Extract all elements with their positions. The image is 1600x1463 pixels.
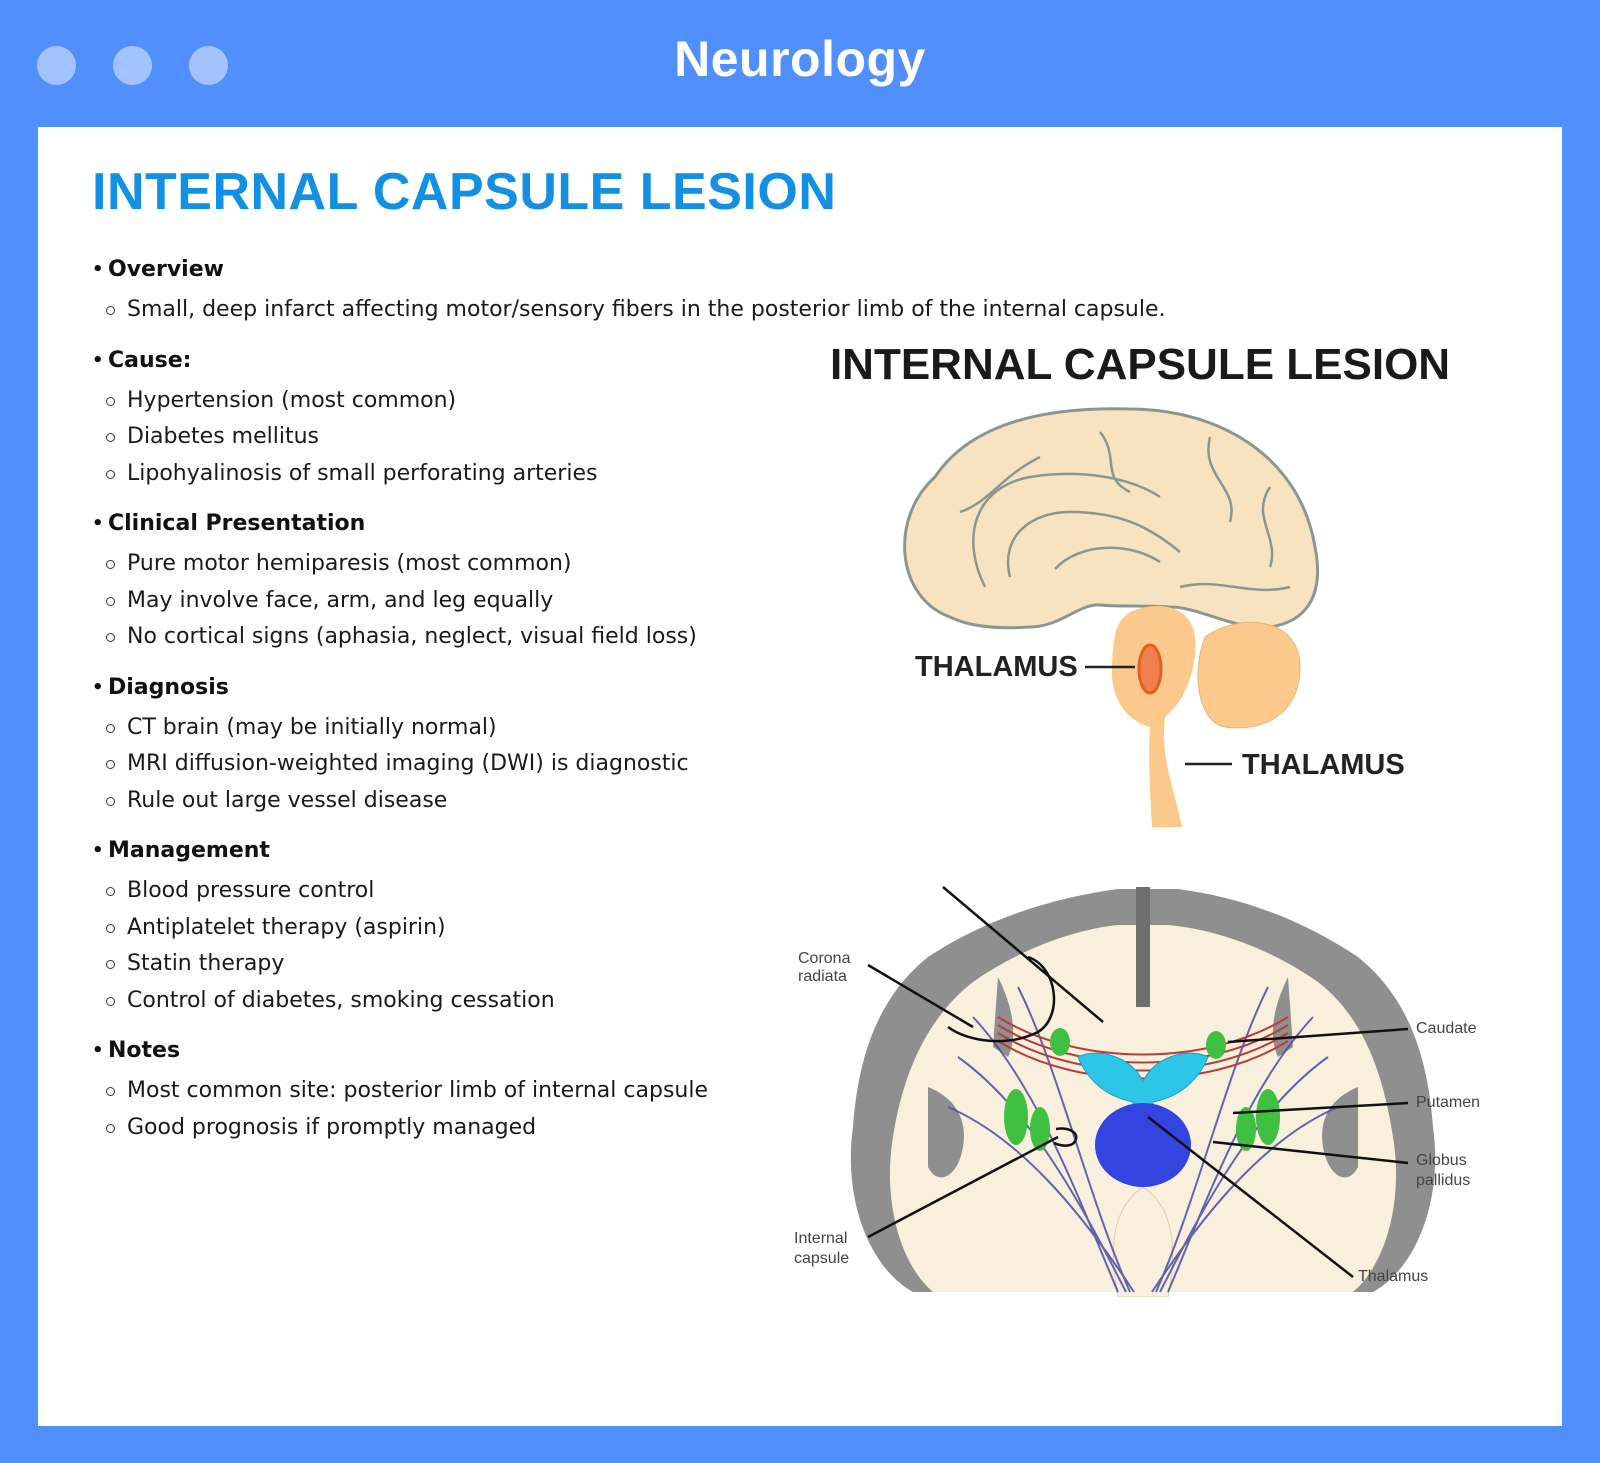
gyri-lines (959, 431, 1291, 592)
corona-radiata-label-2: radiata (798, 968, 847, 985)
section-heading: •Cause: (92, 347, 192, 373)
coronal-section-figure: Corona radiata Internal capsule Caudate … (794, 886, 1480, 1297)
sagittal-brain-figure: INTERNAL CAPSULE LESION THALAMUS THALAMU… (830, 340, 1450, 827)
list-item: MRI diffusion-weighted imaging (DWI) is … (90, 749, 790, 786)
section-heading: •Management (92, 838, 270, 863)
list-item: May involve face, arm, and leg equally (90, 586, 790, 623)
list-item: Hypertension (most common) (90, 386, 790, 423)
window-close-dot[interactable] (37, 46, 76, 85)
list-item: Pure motor hemiparesis (most common) (90, 549, 790, 586)
list-item: Antiplatelet therapy (aspirin) (90, 913, 790, 950)
internal-capsule-fibers (947, 986, 1339, 1293)
internal-capsule-label-1: Internal (794, 1230, 847, 1247)
list-item: No cortical signs (aphasia, neglect, vis… (90, 622, 790, 659)
corona-radiata-label-1: Corona (798, 950, 851, 967)
list-item: Good prognosis if promptly managed (90, 1113, 790, 1150)
window-minimize-dot[interactable] (113, 46, 152, 85)
list-item: Control of diabetes, smoking cessation (90, 986, 790, 1023)
thalamus-label-left: THALAMUS (915, 651, 1078, 683)
section-clinical-presentation: •Clinical Presentation Pure motor hemipa… (90, 509, 790, 659)
app-title: Neurology (674, 31, 926, 87)
window-maximize-dot[interactable] (189, 46, 228, 85)
section-diagnosis: •Diagnosis CT brain (may be initially no… (90, 673, 790, 823)
brainstem-shape (1111, 605, 1196, 827)
internal-capsule-label-2: capsule (794, 1250, 849, 1267)
notes-list: •Overview Small, deep infarct affecting … (90, 255, 1166, 1163)
list-item: Diabetes mellitus (90, 422, 790, 459)
section-heading: •Clinical Presentation (92, 511, 366, 536)
list-item: Most common site: posterior limb of inte… (90, 1076, 790, 1113)
list-item: Lipohyalinosis of small perforating arte… (90, 459, 790, 496)
cerebrum-shape (903, 407, 1320, 630)
caudate-label: Caudate (1416, 1020, 1477, 1037)
list-item: CT brain (may be initially normal) (90, 713, 790, 750)
section-notes: •Notes Most common site: posterior limb … (90, 1036, 790, 1149)
thalamus-label: Thalamus (1358, 1268, 1428, 1285)
globus-pallidus-label-1: Globus (1416, 1152, 1467, 1169)
lesion-marker (1137, 643, 1163, 695)
globus-pallidus-label-2: pallidus (1416, 1172, 1470, 1189)
capsule-lesion-marker (1053, 1127, 1078, 1147)
list-item: Blood pressure control (90, 876, 790, 913)
thalamus-label-right: THALAMUS (1242, 749, 1405, 781)
putamen-label: Putamen (1416, 1094, 1480, 1111)
section-heading: •Diagnosis (92, 674, 229, 700)
window-titlebar: Neurology (0, 0, 1600, 127)
content-panel: INTERNAL CAPSULE LESION •Overview Small,… (38, 127, 1562, 1426)
page-title: INTERNAL CAPSULE LESION (92, 163, 837, 221)
basal-ganglia (1004, 1028, 1280, 1151)
list-item: Statin therapy (90, 949, 790, 986)
section-heading: •Overview (92, 257, 224, 282)
section-overview: •Overview Small, deep infarct affecting … (90, 255, 1166, 332)
cerebellum-shape (1197, 621, 1301, 729)
thalamus-shape (1095, 1103, 1191, 1187)
list-item: Small, deep infarct affecting motor/sens… (90, 295, 1166, 332)
section-management: •Management Blood pressure control Antip… (90, 836, 790, 1022)
figure-title: INTERNAL CAPSULE LESION (830, 340, 1450, 389)
section-heading: •Notes (92, 1038, 181, 1063)
section-cause: •Cause: Hypertension (most common) Diabe… (90, 346, 790, 496)
ventricle-shape (1077, 1052, 1209, 1128)
list-item: Rule out large vessel disease (90, 786, 790, 823)
